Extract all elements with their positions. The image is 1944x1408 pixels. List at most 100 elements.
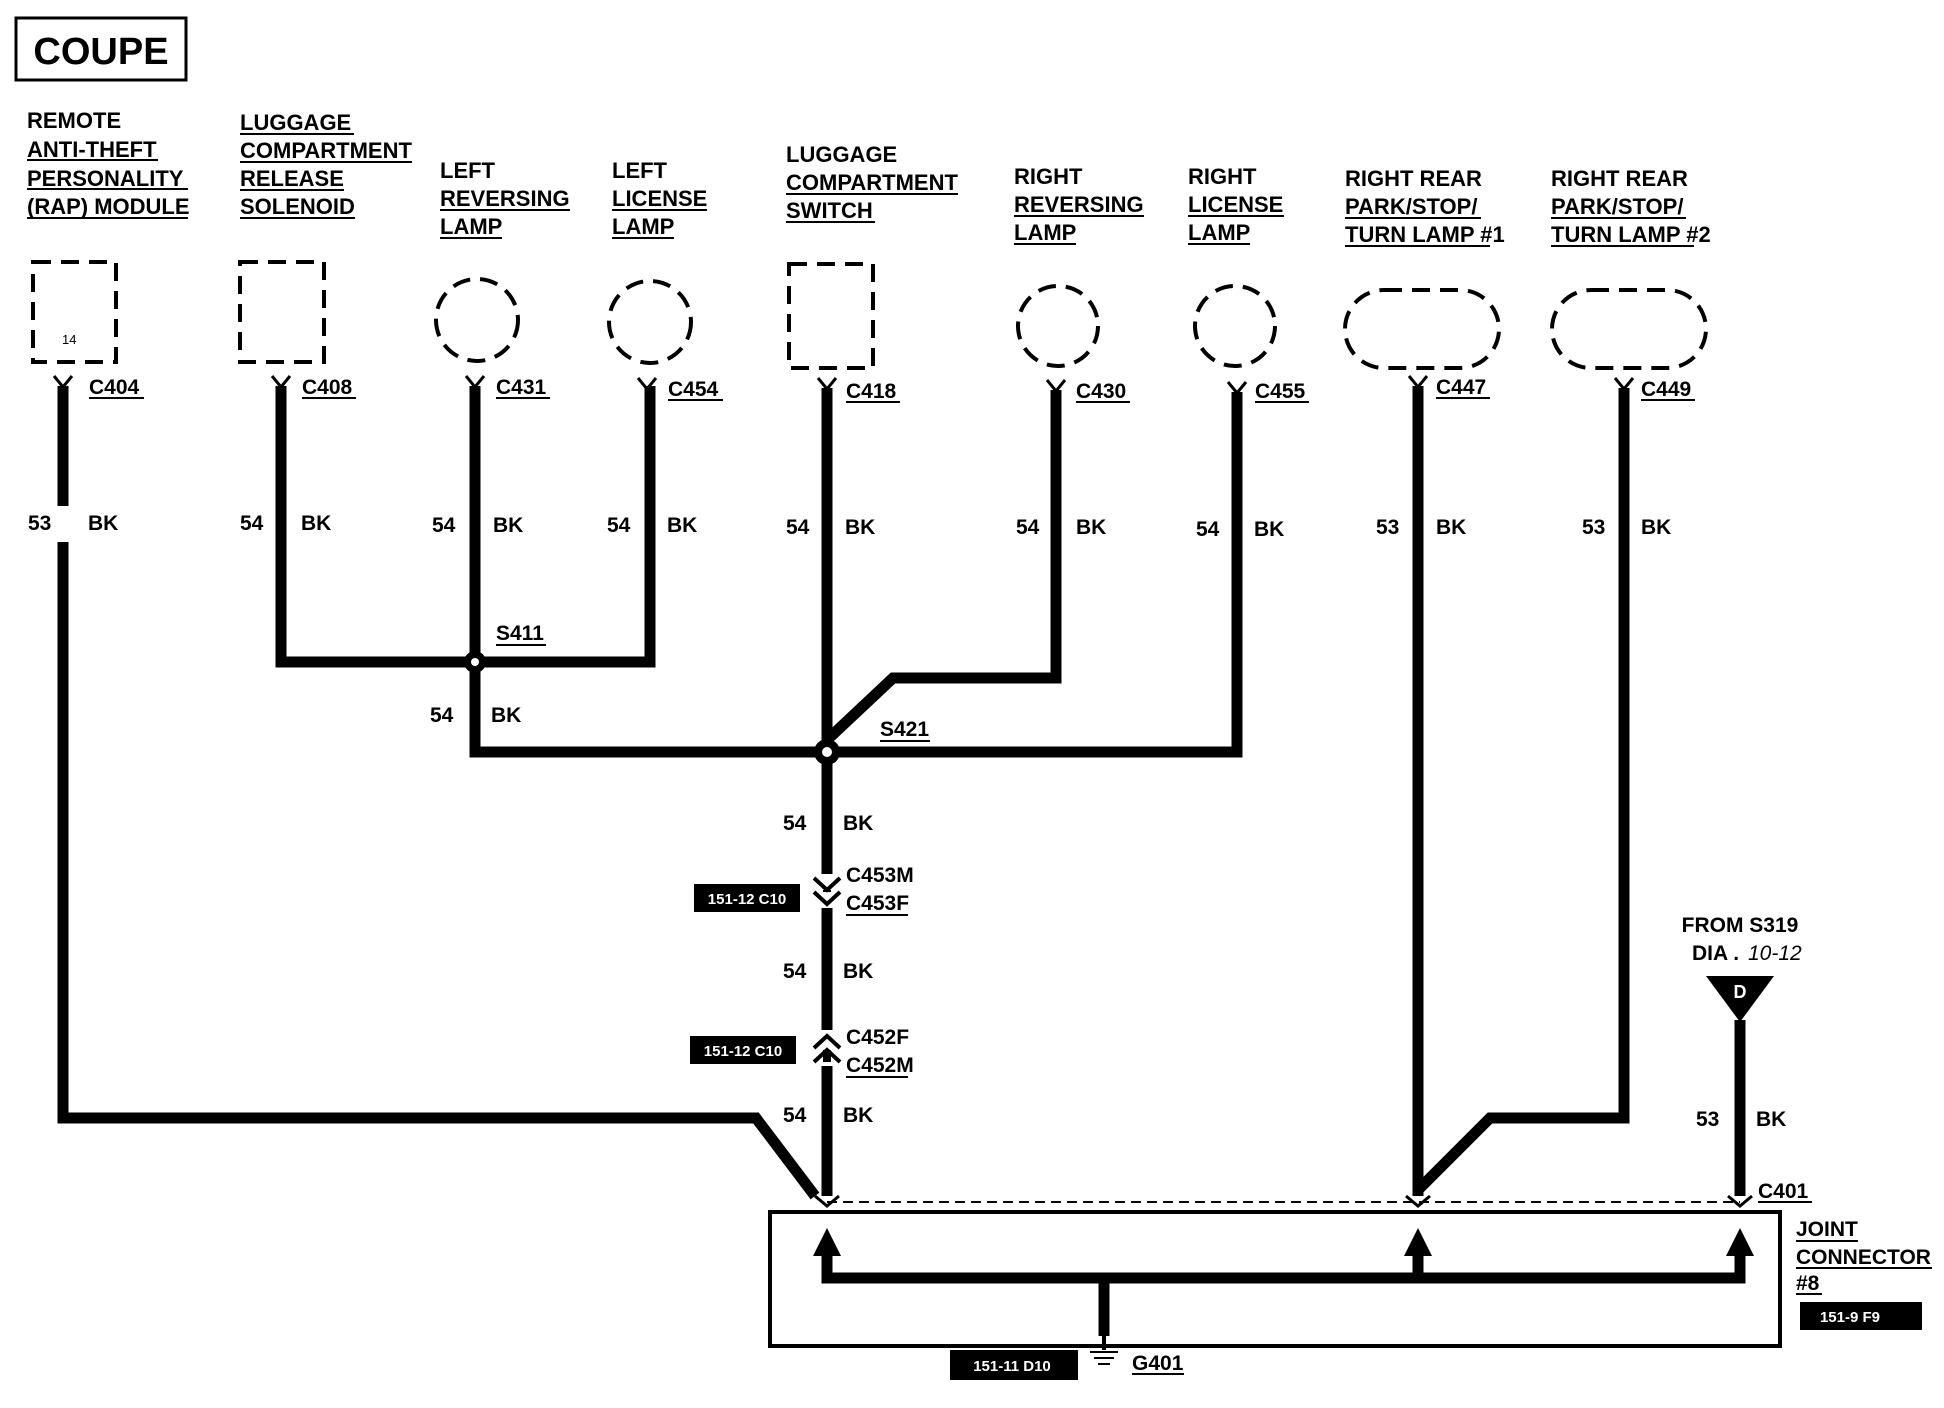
svg-text:BK: BK [301, 512, 331, 535]
svg-text:RIGHT: RIGHT [1188, 164, 1257, 189]
svg-text:CONNECTOR: CONNECTOR [1796, 1246, 1931, 1269]
svg-text:JOINT: JOINT [1796, 1218, 1858, 1241]
rr-lamp-2-label: RIGHT REAR PARK/STOP/ TURN LAMP #2 [1551, 166, 1711, 247]
svg-text:C452F: C452F [846, 1026, 909, 1049]
left-reversing-label: LEFT REVERSING LAMP [440, 158, 570, 239]
svg-text:RIGHT: RIGHT [1014, 164, 1083, 189]
connector-labels: C404 C408 C431 C454 C418 C430 C455 C447 … [89, 376, 1695, 403]
rr-lamp-1-symbol [1343, 288, 1501, 370]
left-license-label: LEFT LICENSE LAMP [612, 158, 707, 239]
svg-text:BK: BK [491, 704, 521, 727]
svg-text:BK: BK [1436, 516, 1466, 539]
svg-text:BK: BK [843, 812, 873, 835]
right-reversing-symbol [1016, 284, 1100, 368]
svg-text:C453F: C453F [846, 892, 909, 915]
svg-text:REVERSING: REVERSING [440, 186, 570, 211]
connector-c449: C449 [1641, 378, 1691, 401]
svg-text:SWITCH: SWITCH [786, 198, 873, 223]
svg-text:BK: BK [843, 1104, 873, 1127]
svg-text:REMOTE: REMOTE [27, 108, 121, 133]
wire-labels: 53 BK 54 BK 54 BK 54 BK 54 BK 54 BK 54 B… [28, 506, 1786, 1131]
svg-text:RIGHT REAR: RIGHT REAR [1551, 166, 1688, 191]
svg-text:BK: BK [667, 514, 697, 537]
svg-text:BK: BK [1756, 1108, 1786, 1131]
svg-text:54: 54 [783, 1104, 807, 1127]
rap-module-label: REMOTE ANTI-THEFT PERSONALITY (RAP) MODU… [27, 108, 190, 219]
luggage-switch-label: LUGGAGE COMPARTMENT SWITCH [786, 142, 958, 223]
luggage-release-symbol [238, 260, 326, 364]
svg-text:LAMP: LAMP [1014, 220, 1076, 245]
connector-c401: C401 [1758, 1180, 1809, 1203]
svg-text:LICENSE: LICENSE [612, 186, 707, 211]
svg-text:54: 54 [607, 514, 631, 537]
ground-g401: 151-11 D10 G401 [950, 1336, 1184, 1380]
wires [57, 386, 1746, 1200]
svg-text:BK: BK [1254, 518, 1284, 541]
ground-label: G401 [1132, 1352, 1184, 1375]
svg-text:54: 54 [430, 704, 454, 727]
right-license-label: RIGHT LICENSE LAMP [1188, 164, 1284, 245]
svg-text:151-12 C10: 151-12 C10 [704, 1043, 782, 1060]
svg-text:TURN LAMP #2: TURN LAMP #2 [1551, 222, 1711, 247]
connector-c418: C418 [846, 380, 897, 403]
svg-text:ANTI-THEFT: ANTI-THEFT [27, 137, 157, 162]
svg-text:BK: BK [1641, 516, 1671, 539]
svg-text:D: D [1734, 982, 1747, 1002]
svg-text:LUGGAGE: LUGGAGE [786, 142, 897, 167]
svg-text:LAMP: LAMP [612, 214, 674, 239]
inline-connector-c452: C452F C452M 151-12 C10 [690, 1026, 914, 1078]
svg-text:54: 54 [240, 512, 264, 535]
svg-text:53: 53 [1376, 516, 1399, 539]
svg-text:COMPARTMENT: COMPARTMENT [786, 170, 958, 195]
svg-text:REVERSING: REVERSING [1014, 192, 1144, 217]
svg-text:BK: BK [88, 512, 118, 535]
svg-text:(RAP) MODULE: (RAP) MODULE [27, 194, 190, 219]
svg-text:53: 53 [1582, 516, 1605, 539]
connector-c454: C454 [668, 378, 719, 401]
svg-text:LAMP: LAMP [1188, 220, 1250, 245]
svg-text:#8: #8 [1796, 1272, 1820, 1295]
left-license-symbol [607, 279, 693, 365]
luggage-release-label: LUGGAGE COMPARTMENT RELEASE SOLENOID [240, 110, 412, 219]
splice-s421-label: S421 [880, 718, 929, 741]
svg-text:C452M: C452M [846, 1054, 914, 1077]
svg-text:LICENSE: LICENSE [1188, 192, 1283, 217]
svg-text:SOLENOID: SOLENOID [240, 194, 355, 219]
title-box: COUPE [14, 16, 188, 82]
svg-text:DIA .: DIA . [1692, 942, 1739, 965]
svg-text:PARK/STOP/: PARK/STOP/ [1551, 194, 1683, 219]
left-reversing-symbol [434, 277, 520, 363]
svg-text:54: 54 [1016, 516, 1040, 539]
svg-text:54: 54 [786, 516, 810, 539]
svg-text:RIGHT REAR: RIGHT REAR [1345, 166, 1482, 191]
svg-text:LUGGAGE: LUGGAGE [240, 110, 351, 135]
svg-text:10-12: 10-12 [1748, 942, 1802, 965]
diagram-title: COUPE [33, 31, 168, 73]
svg-text:RELEASE: RELEASE [240, 166, 344, 191]
svg-text:151-12 C10: 151-12 C10 [708, 891, 786, 908]
luggage-switch-symbol [787, 262, 875, 370]
connector-c431: C431 [496, 376, 547, 399]
svg-text:53: 53 [1696, 1108, 1719, 1131]
svg-text:BK: BK [493, 514, 523, 537]
svg-text:PERSONALITY: PERSONALITY [27, 166, 184, 191]
svg-text:53: 53 [28, 512, 51, 535]
svg-text:COMPARTMENT: COMPARTMENT [240, 138, 412, 163]
right-license-symbol [1193, 284, 1277, 368]
from-s319-source: FROM S319 DIA . 10-12 D [1682, 914, 1802, 1022]
connector-c447: C447 [1436, 376, 1486, 399]
connector-c455: C455 [1255, 380, 1306, 403]
connector-c404: C404 [89, 376, 140, 399]
joint-connector: C401 JOINT CONNECTOR #8 151-9 F9 [768, 1180, 1932, 1348]
svg-text:LAMP: LAMP [440, 214, 502, 239]
rap-pin-number: 14 [62, 332, 76, 347]
svg-text:151-11 D10: 151-11 D10 [973, 1358, 1051, 1375]
svg-text:LEFT: LEFT [612, 158, 668, 183]
rap-module-symbol [31, 260, 118, 364]
svg-text:PARK/STOP/: PARK/STOP/ [1345, 194, 1477, 219]
svg-text:BK: BK [1076, 516, 1106, 539]
rr-lamp-1-label: RIGHT REAR PARK/STOP/ TURN LAMP #1 [1345, 166, 1505, 247]
svg-text:FROM S319: FROM S319 [1682, 914, 1799, 937]
connector-terminals [52, 375, 1635, 396]
svg-text:BK: BK [845, 516, 875, 539]
